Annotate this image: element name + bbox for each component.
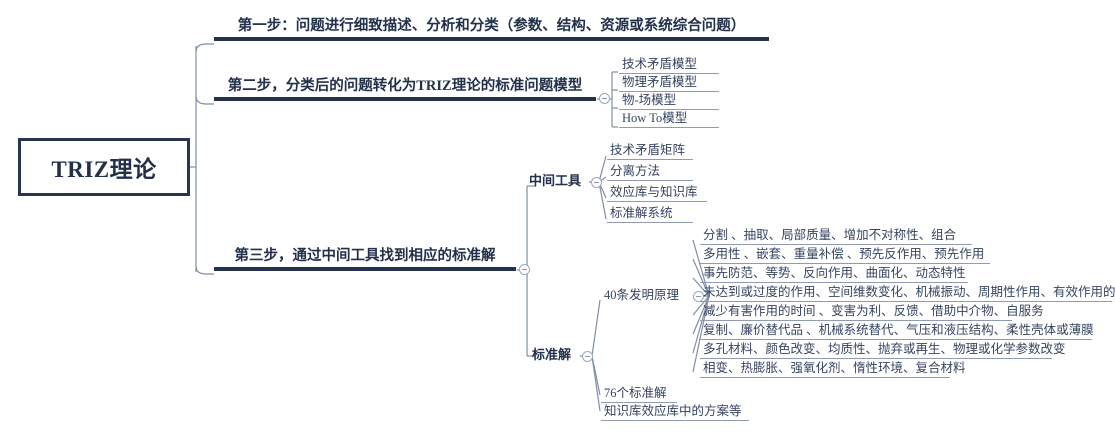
node-rule <box>607 159 693 161</box>
branch-step3[interactable]: 第三步，通过中间工具找到相应的标准解 <box>214 248 516 271</box>
node-label: How To模型 <box>622 111 688 125</box>
node-principle-row-3[interactable]: 事先防范、等势、反向作用、曲面化、动态特性 <box>700 266 968 284</box>
node-effects-knowledge-base[interactable]: 效应库与知识库 <box>607 185 707 203</box>
node-physical-contradiction-model[interactable]: 物理矛盾模型 <box>619 75 719 93</box>
node-howto-model[interactable]: How To模型 <box>619 111 719 129</box>
branch-step1-label: 第一步：问题进行细致描述、分析和分类（参数、结构、资源或系统综合问题） <box>237 18 746 34</box>
branch-step3-label: 第三步，通过中间工具找到相应的标准解 <box>234 248 496 264</box>
branch-step3-rule <box>214 267 516 271</box>
node-label: 物理矛盾模型 <box>622 75 698 89</box>
node-rule <box>700 320 1012 322</box>
node-principle-row-4[interactable]: 未达到或过度的作用、空间维数变化、机械振动、周期性作用、有效作用的连续性 <box>700 285 1115 303</box>
node-principle-row-5[interactable]: 减少有害作用的时间 、变害为利、反馈、借助中介物、自服务 <box>700 304 1044 322</box>
node-label: 76个标准解 <box>604 386 667 400</box>
node-label: 复制、廉价替代品 、机械系统替代、气压和液压结构、柔性壳体或薄膜 <box>703 323 1094 337</box>
group-intermediate-tools-label[interactable]: 中间工具 <box>529 173 582 188</box>
node-separation-methods[interactable]: 分离方法 <box>607 164 693 182</box>
node-rule <box>619 127 719 129</box>
node-rule <box>601 420 749 422</box>
branch-step1-rule <box>214 37 769 41</box>
node-label: 标准解系统 <box>610 206 673 220</box>
node-rule <box>619 73 719 75</box>
node-technical-contradiction-matrix[interactable]: 技术矛盾矩阵 <box>607 143 693 161</box>
node-standard-solution-system[interactable]: 标准解系统 <box>607 206 693 224</box>
node-principle-row-2[interactable]: 多用性 、嵌套、重量补偿 、预先反作用、预先作用 <box>700 247 990 265</box>
node-rule <box>607 180 693 182</box>
node-label: 分离方法 <box>610 164 661 178</box>
collapse-minus-icon-tools[interactable] <box>591 177 602 188</box>
node-label: 物-场模型 <box>622 93 677 107</box>
node-principle-row-1[interactable]: 分割 、抽取、局部质量、增加不对称性、组合 <box>700 228 972 246</box>
node-technical-contradiction-model[interactable]: 技术矛盾模型 <box>619 57 719 75</box>
collapse-minus-icon-step2[interactable] <box>599 93 610 104</box>
collapse-minus-icon-standard-solutions[interactable] <box>582 351 593 362</box>
node-label: 知识库效应库中的方案等 <box>604 404 742 418</box>
branch-step2[interactable]: 第二步，分类后的问题转化为TRIZ理论的标准问题模型 <box>214 78 596 101</box>
root-node[interactable]: TRIZ理论 <box>18 138 190 196</box>
node-label: 多孔材料、颜色改变、均质性、抛弃或再生、物理或化学参数改变 <box>703 342 1066 356</box>
node-rule <box>700 377 950 379</box>
node-rule <box>601 402 677 404</box>
node-rule <box>700 244 972 246</box>
node-principle-row-6[interactable]: 复制、廉价替代品 、机械系统替代、气压和液压结构、柔性壳体或薄膜 <box>700 323 1094 341</box>
node-substance-field-model[interactable]: 物-场模型 <box>619 93 719 111</box>
node-principle-row-8[interactable]: 相变、热膨胀、强氧化剂、惰性环境、复合材料 <box>700 361 966 379</box>
node-label: 效应库与知识库 <box>610 185 698 199</box>
node-rule <box>700 301 1112 303</box>
node-label: 多用性 、嵌套、重量补偿 、预先反作用、预先作用 <box>703 247 985 261</box>
collapse-minus-icon-40-principles[interactable] <box>693 291 704 302</box>
node-rule <box>700 358 1052 360</box>
node-label: 技术矛盾矩阵 <box>610 143 686 157</box>
group-standard-solutions-label[interactable]: 标准解 <box>532 347 572 362</box>
root-node-label: TRIZ理论 <box>51 157 157 182</box>
branch-step2-label: 第二步，分类后的问题转化为TRIZ理论的标准问题模型 <box>227 78 583 94</box>
node-label: 未达到或过度的作用、空间维数变化、机械振动、周期性作用、有效作用的连续性 <box>703 285 1115 299</box>
branch-step2-rule <box>214 97 596 101</box>
node-rule <box>700 282 968 284</box>
node-rule <box>700 263 990 265</box>
node-label: 分割 、抽取、局部质量、增加不对称性、组合 <box>703 228 957 242</box>
node-knowledge-effects-solutions[interactable]: 知识库效应库中的方案等 <box>601 404 749 422</box>
node-label: 事先防范、等势、反向作用、曲面化、动态特性 <box>703 266 966 280</box>
node-label: 减少有害作用的时间 、变害为利、反馈、借助中介物、自服务 <box>703 304 1044 318</box>
node-rule <box>607 222 693 224</box>
node-76-standard-solutions[interactable]: 76个标准解 <box>601 386 677 404</box>
node-label: 相变、热膨胀、强氧化剂、惰性环境、复合材料 <box>703 361 966 375</box>
node-40-inventive-principles-label[interactable]: 40条发明原理 <box>604 288 680 302</box>
node-rule <box>700 339 1092 341</box>
node-rule <box>619 109 719 111</box>
node-rule <box>619 91 719 93</box>
node-rule <box>607 201 707 203</box>
node-principle-row-7[interactable]: 多孔材料、颜色改变、均质性、抛弃或再生、物理或化学参数改变 <box>700 342 1066 360</box>
collapse-minus-icon-step3[interactable] <box>519 264 530 275</box>
branch-step1[interactable]: 第一步：问题进行细致描述、分析和分类（参数、结构、资源或系统综合问题） <box>214 18 769 41</box>
node-label: 技术矛盾模型 <box>622 57 698 71</box>
